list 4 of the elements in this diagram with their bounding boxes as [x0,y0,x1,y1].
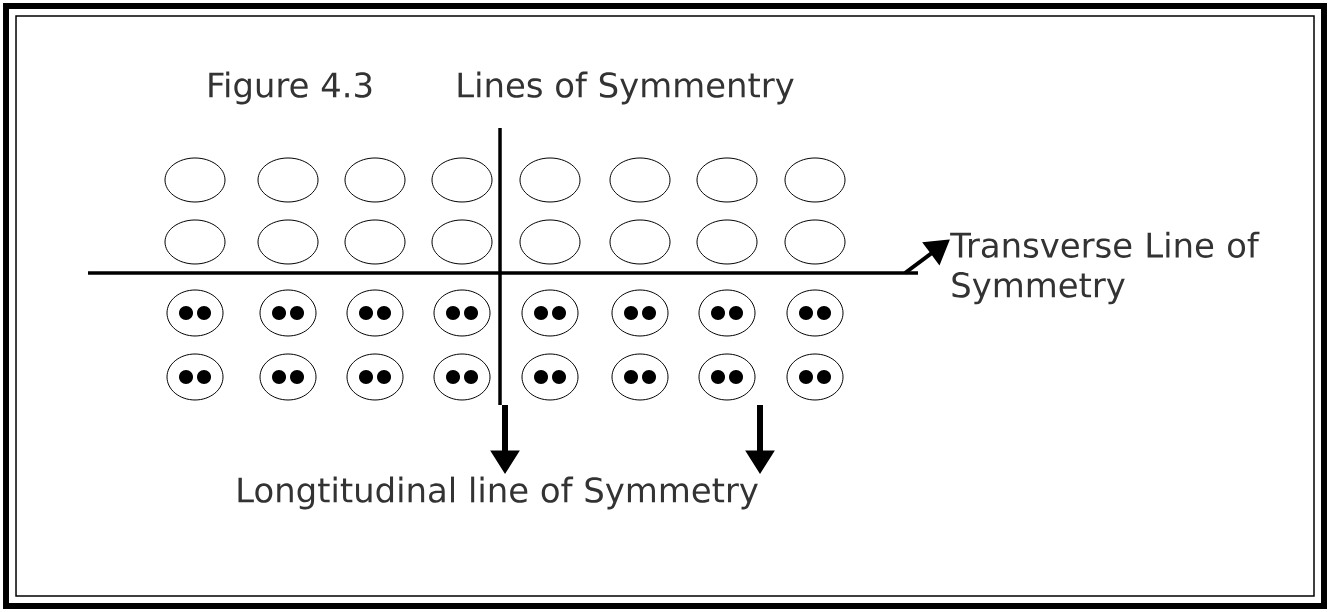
annotation-text: Transverse Line of Symmetry [950,231,1260,305]
caption-text: Lines of Symmentry [458,71,794,105]
caption-text: Figure 4.3 [209,71,372,105]
annotation-text: Longtitudinal line of Symmetry [238,476,758,510]
